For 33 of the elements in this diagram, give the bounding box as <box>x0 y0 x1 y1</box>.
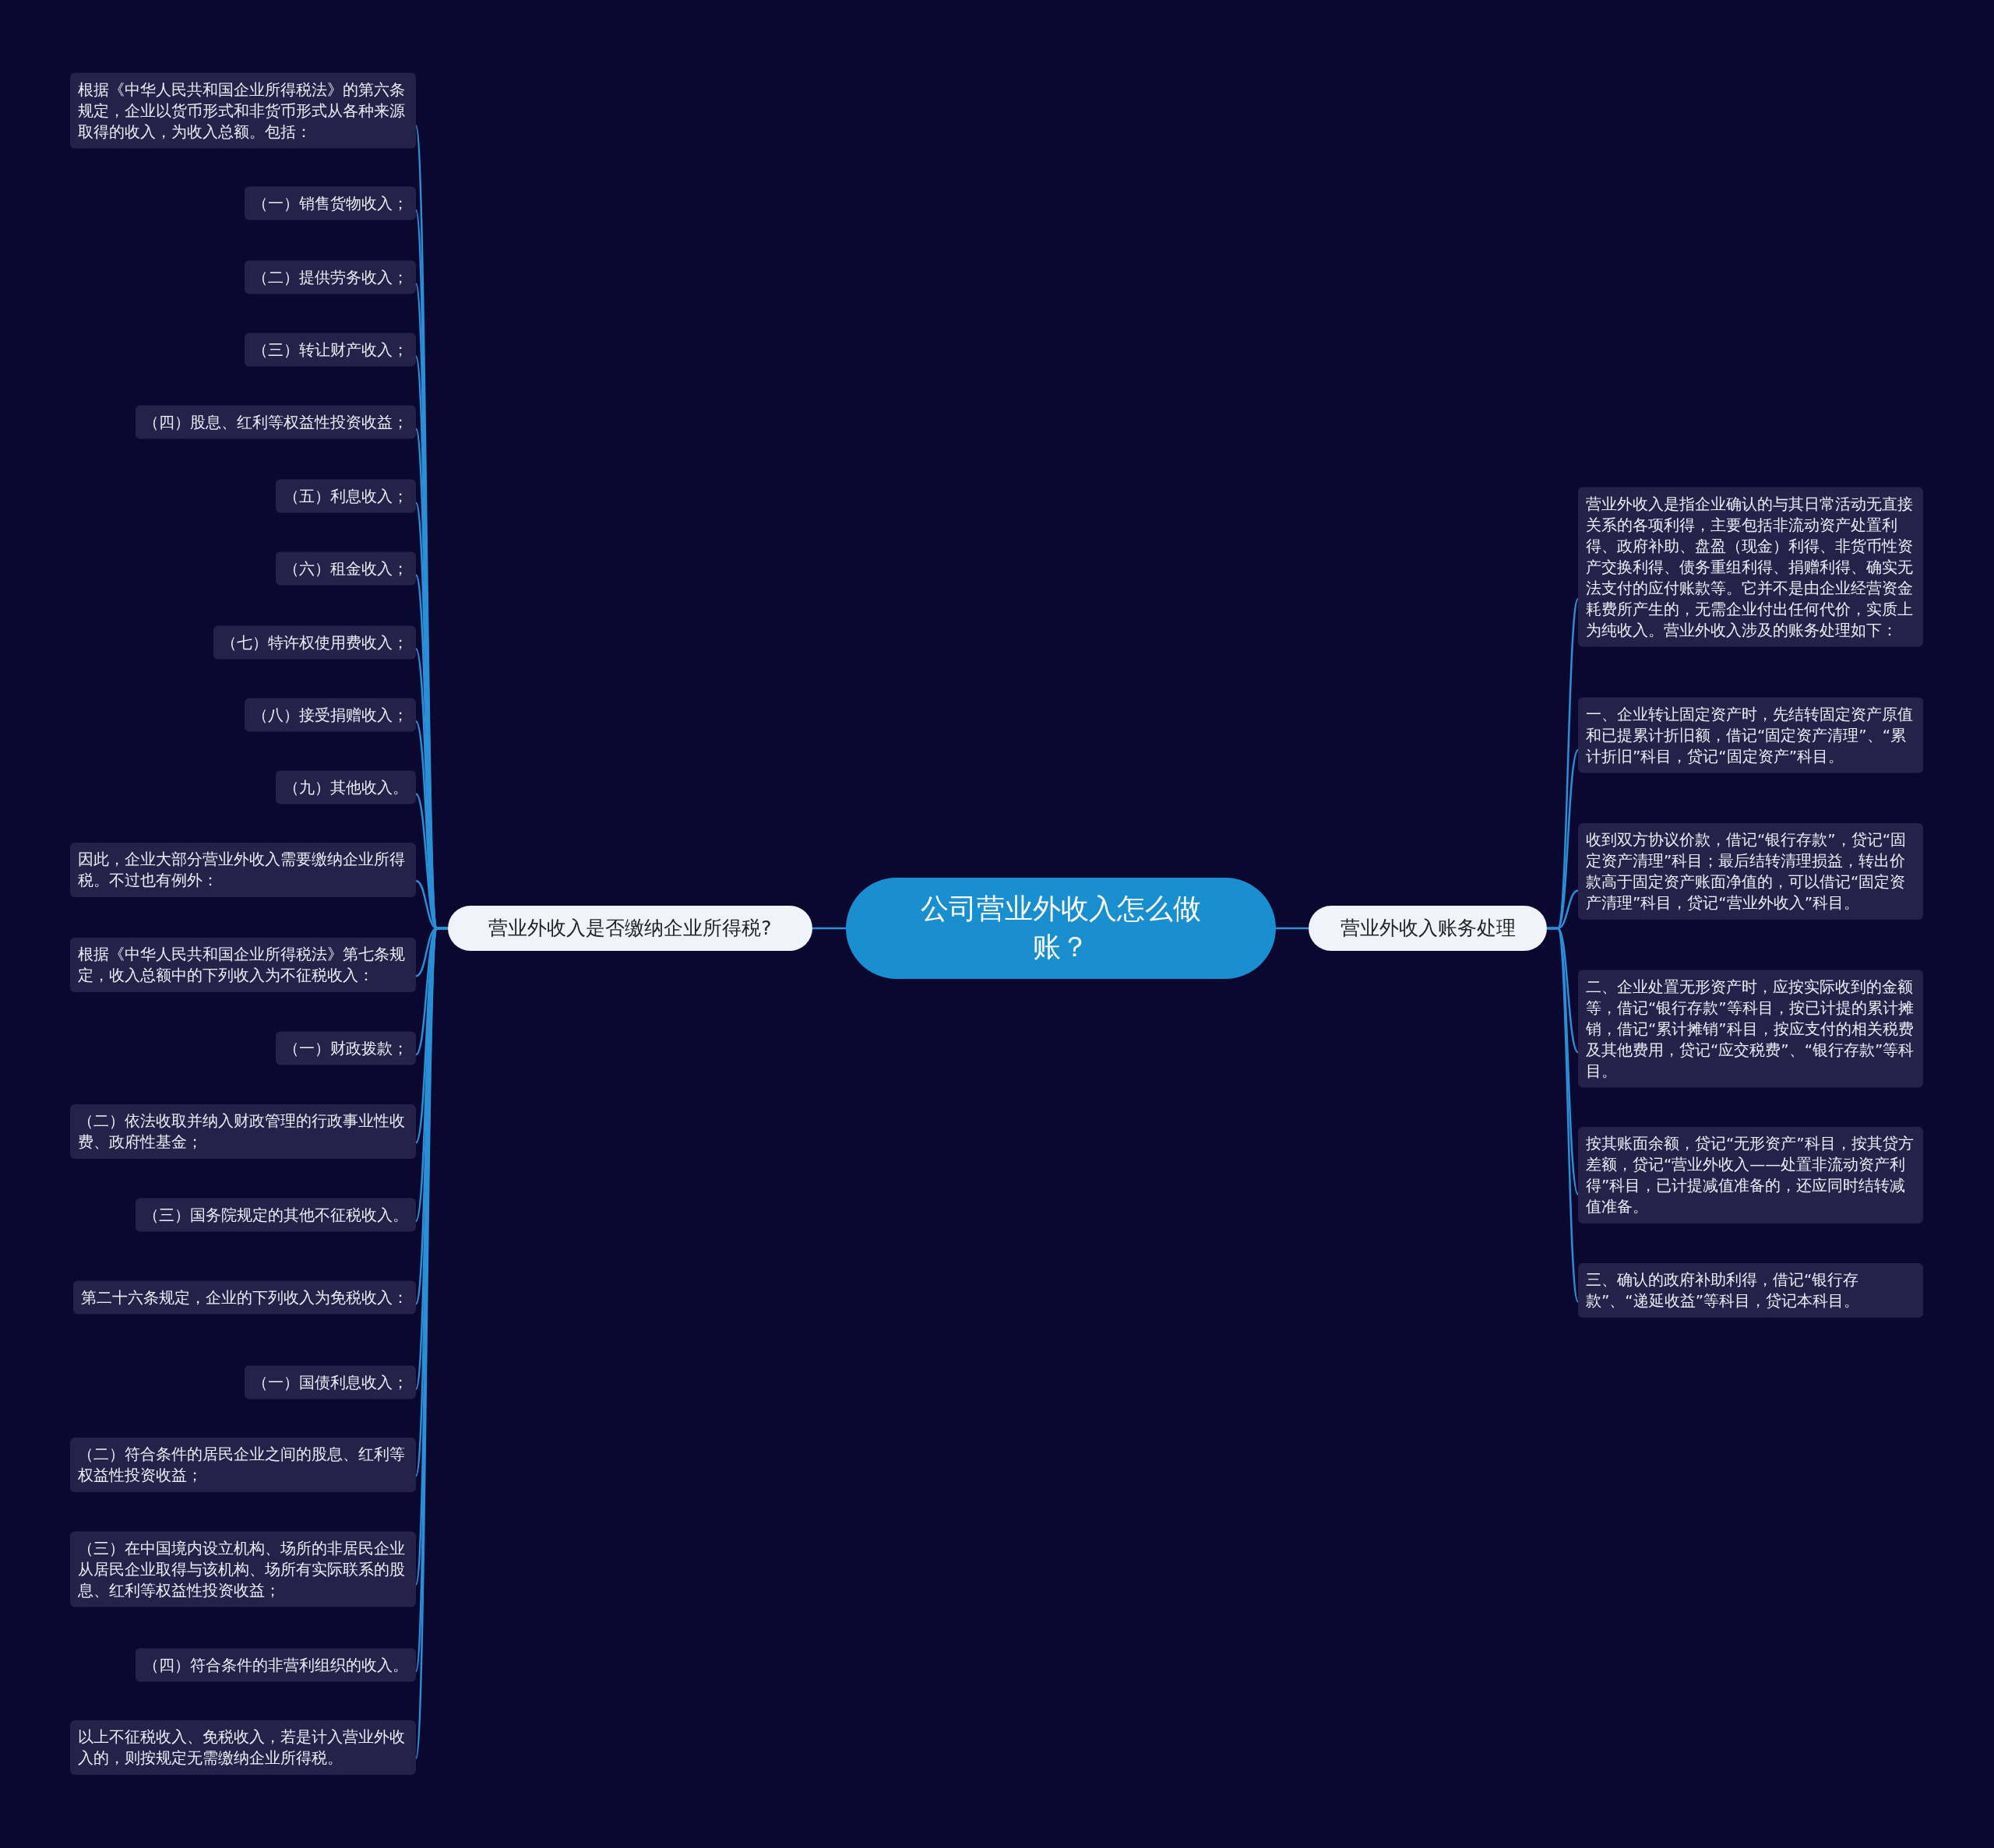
text-card: 营业外收入是指企业确认的与其日常活动无直接关系的各项利得，主要包括非流动资产处置利得、政府补助、盘盈（现金）利得、非货币性资产交换利得、债务重组利得、捐赠利得、确实无法支付的应付账款等。它并不是由企业经营资金耗费所产生的，无需企业付出任何代价，实质上为纯收入。营业外收入涉及的账务处理如下： <box>1578 487 1923 647</box>
branch-topic: 营业外收入是否缴纳企业所得税? <box>448 906 812 951</box>
text-card: （三）国务院规定的其他不征税收入。 <box>136 1198 416 1231</box>
text-card: （三）转让财产收入； <box>245 333 416 367</box>
connector-line <box>812 927 846 930</box>
text-card: （二）提供劳务收入； <box>245 260 416 294</box>
text-card: 收到双方协议价款，借记“银行存款”，贷记“固定资产清理”科目；最后结转清理损益，转出价款高于固定资产账面净值的，可以借记“固定资产清理”科目，贷记“营业外收入”科目。 <box>1578 822 1923 920</box>
text-card: （一）销售货物收入； <box>245 186 416 220</box>
text-card: （二）符合条件的居民企业之间的股息、红利等权益性投资收益； <box>70 1438 416 1493</box>
text-card: （一）国债利息收入； <box>245 1365 416 1399</box>
text-card: 二、企业处置无形资产时，应按实际收到的金额等，借记“银行存款”等科目，按已计提的累计摊销，借记“累计摊销”科目，按应支付的相关税费及其他费用，贷记“应交税费”、“银行存款”等科目。 <box>1578 970 1923 1088</box>
connector-line <box>1276 927 1309 930</box>
text-card: （二）依法收取并纳入财政管理的行政事业性收费、政府性基金； <box>70 1104 416 1160</box>
text-card: 第二十六条规定，企业的下列收入为免税收入： <box>73 1280 416 1315</box>
text-card: 一、企业转让固定资产时，先结转固定资产原值和已提累计折旧额，借记“固定资产清理”、“累计折旧”科目，贷记“固定资产”科目。 <box>1578 697 1923 773</box>
text-card: （七）特许权使用费收入； <box>213 625 416 660</box>
text-card: （四）股息、红利等权益性投资收益； <box>136 405 416 439</box>
text-card: （四）符合条件的非营利组织的收入。 <box>136 1648 416 1682</box>
central-topic: 公司营业外收入怎么做账？ <box>846 878 1276 979</box>
text-card: 三、确认的政府补助利得，借记“银行存款”、“递延收益”等科目，贷记本科目。 <box>1578 1263 1923 1318</box>
text-card: （九）其他收入。 <box>276 770 416 804</box>
text-card: 因此，企业大部分营业外收入需要缴纳企业所得税。不过也有例外： <box>70 842 416 897</box>
text-card: （一）财政拨款； <box>276 1031 416 1065</box>
text-card: （三）在中国境内设立机构、场所的非居民企业从居民企业取得与该机构、场所有实际联系的股息、红利等权益性投资收益； <box>70 1531 416 1607</box>
branch-topic: 营业外收入账务处理 <box>1309 906 1547 951</box>
text-card: （六）租金收入； <box>276 551 416 586</box>
text-card: （五）利息收入； <box>276 479 416 513</box>
text-card: 根据《中华人民共和国企业所得税法》的第六条规定，企业以货币形式和非货币形式从各种来源取得的收入，为收入总额。包括： <box>70 72 416 149</box>
text-card: 以上不征税收入、免税收入，若是计入营业外收入的，则按规定无需缴纳企业所得税。 <box>70 1720 416 1775</box>
connector-line <box>1547 927 1580 1302</box>
text-card: 按其账面余额，贷记“无形资产”科目，按其贷方差额，贷记“营业外收入——处置非流动资产利得”科目，已计提减值准备的，还应同时结转减值准备。 <box>1578 1126 1923 1223</box>
text-card: （八）接受捐赠收入； <box>245 698 416 732</box>
text-card: 根据《中华人民共和国企业所得税法》第七条规定，收入总额中的下列收入为不征税收入： <box>70 938 416 993</box>
